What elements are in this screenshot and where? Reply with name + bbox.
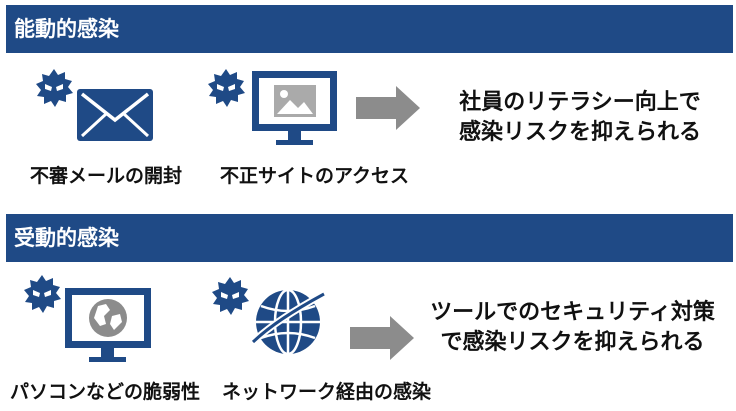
- result-text-literacy: 社員のリテラシー向上で 感染リスクを抑えられる: [440, 88, 720, 148]
- result-text-tools: ツールでのセキュリティ対策 で感染リスクを抑えられる: [420, 298, 725, 358]
- virus-globe-icon: [206, 272, 326, 364]
- result-line: 感染リスクを抑えられる: [458, 120, 701, 145]
- item-label-pc-vulnerability: パソコンなどの脆弱性: [10, 381, 201, 403]
- section-header-active-infection: 能動的感染: [6, 5, 733, 53]
- virus-monitor-image-icon: [202, 64, 342, 154]
- virus-monitor-globe-icon: [18, 270, 158, 366]
- section-header-passive-infection: 受動的感染: [6, 214, 733, 262]
- item-label-malicious-site: 不正サイトのアクセス: [220, 165, 410, 187]
- arrow-right-icon: [350, 316, 414, 360]
- result-line: 社員のリテラシー向上で: [459, 90, 701, 115]
- virus-envelope-icon: [30, 64, 160, 148]
- item-label-network-infection: ネットワーク経由の感染: [222, 381, 432, 403]
- item-label-suspicious-mail: 不審メールの開封: [30, 165, 183, 187]
- result-line: ツールでのセキュリティ対策: [430, 300, 715, 325]
- arrow-right-icon: [356, 86, 420, 130]
- result-line: で感染リスクを抑えられる: [440, 330, 705, 355]
